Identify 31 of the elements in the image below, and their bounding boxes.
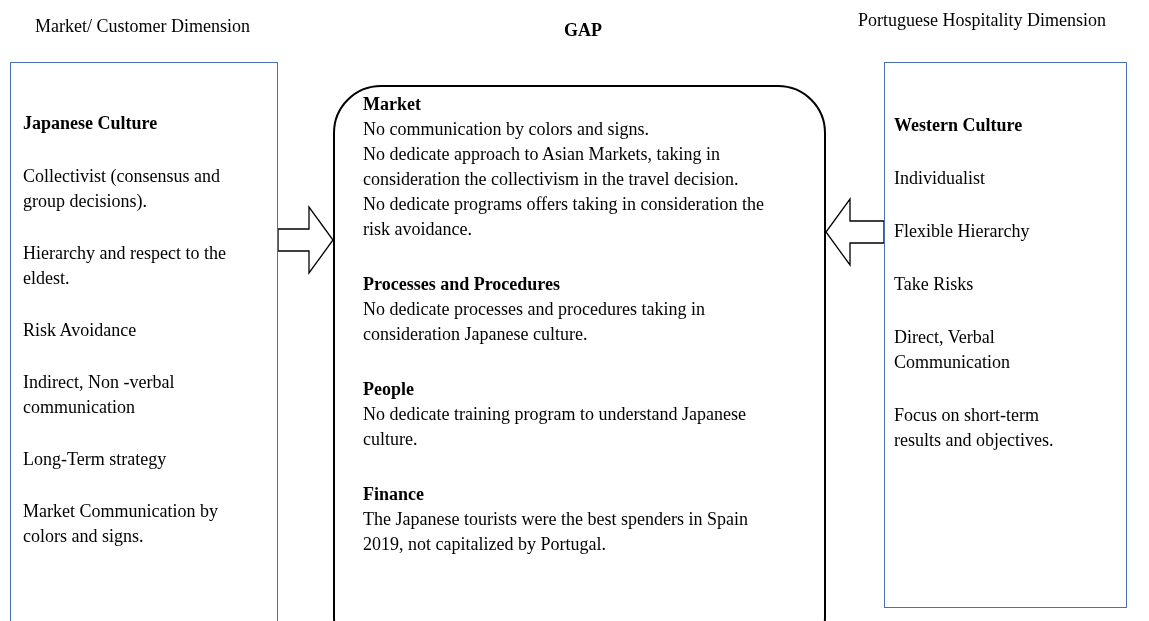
text-item: Flexible Hierarchy xyxy=(894,220,1031,243)
rounded-box xyxy=(333,85,826,621)
text-item: No dedicate processes and procedures taking in consideration Japanese culture. xyxy=(363,298,706,346)
culture-box xyxy=(884,62,1127,608)
text-item: Collectivist (consensus and group decisions). xyxy=(23,165,221,213)
text-item: Hierarchy and respect to the eldest. xyxy=(23,242,227,290)
section-heading: People xyxy=(363,378,415,401)
column-heading: Market/ Customer Dimension xyxy=(35,15,251,38)
section-heading: Finance xyxy=(363,483,425,506)
text-item: Indirect, Non -verbal communication xyxy=(23,371,176,419)
text-item: Long-Term strategy xyxy=(23,448,168,471)
block-arrow xyxy=(277,205,334,275)
text-item: Take Risks xyxy=(894,273,975,296)
text-item: Market Communication by colors and signs. xyxy=(23,500,219,548)
column-heading: Portuguese Hospitality Dimension xyxy=(857,9,1107,32)
section-heading: Western Culture xyxy=(894,114,1024,137)
culture-box xyxy=(10,62,278,621)
text-item: No dedicate training program to understand Japanese culture. xyxy=(363,403,747,451)
text-item: The Japanese tourists were the best spenders in Spain 2019, not capitalized by Portugal. xyxy=(363,508,749,556)
text-item: Focus on short-term results and objectives. xyxy=(894,404,1055,452)
text-item: No dedicate approach to Asian Markets, taking in consideration the collectivism in the travel decision. xyxy=(363,143,740,191)
section-heading: Japanese Culture xyxy=(23,112,159,135)
text-item: No dedicate programs offers taking in consideration the risk avoidance. xyxy=(363,193,766,241)
section-heading: Market xyxy=(363,93,422,116)
text-item: Direct, Verbal Communication xyxy=(894,326,1011,374)
section-heading: Processes and Procedures xyxy=(363,273,561,296)
text-item: Risk Avoidance xyxy=(23,319,138,342)
column-heading: GAP xyxy=(563,19,603,42)
block-arrow xyxy=(825,197,885,267)
text-item: No communication by colors and signs. xyxy=(363,118,650,141)
text-item: Individualist xyxy=(894,167,986,190)
